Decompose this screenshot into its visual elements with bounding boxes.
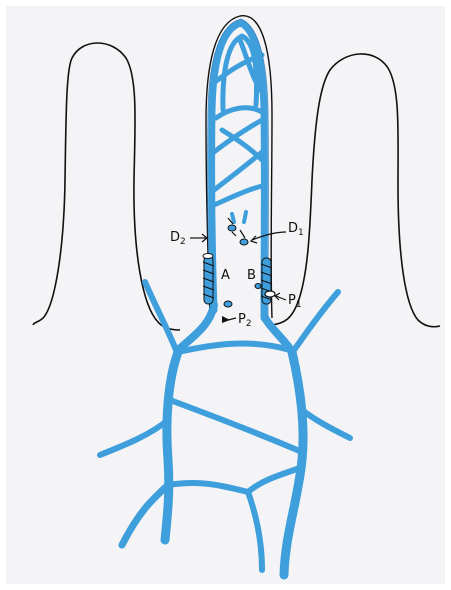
marker-d1-site [240, 239, 248, 245]
marker-p2-site [224, 301, 232, 307]
marker-p1-site [265, 291, 275, 297]
vessel-stub [244, 212, 246, 222]
device-a-cap [203, 254, 213, 259]
label-b: B [247, 268, 256, 283]
label-a: A [221, 268, 230, 283]
vessel-stub [232, 214, 234, 222]
device-a [203, 254, 214, 305]
marker-d2-site [228, 225, 236, 231]
marker-b-site [255, 284, 261, 289]
